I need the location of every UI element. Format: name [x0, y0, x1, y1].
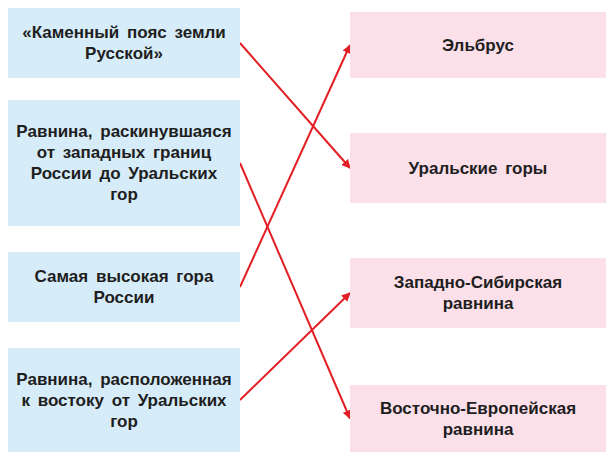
box-text: Эльбрус: [442, 35, 514, 56]
box-text: Восточно-Европейская равнина: [358, 398, 598, 440]
answer-box: Уральские горы: [350, 133, 606, 203]
description-box: Самая высокая гора России: [8, 252, 240, 322]
description-box: Равнина, расположенная к востоку от Урал…: [8, 348, 240, 452]
match-arrow: [240, 163, 350, 419]
description-box: «Каменный пояс земли Русской»: [8, 8, 240, 78]
box-text: Уральские горы: [409, 158, 548, 179]
answer-box: Восточно-Европейская равнина: [350, 385, 606, 452]
match-arrow: [240, 293, 350, 400]
box-text: «Каменный пояс земли Русской»: [16, 22, 232, 64]
answer-box: Западно-Сибирская равнина: [350, 258, 606, 328]
box-text: Равнина, расположенная к востоку от Урал…: [16, 369, 232, 432]
box-text: Равнина, раскинувшаяся от западных грани…: [16, 121, 232, 205]
match-arrow: [240, 45, 350, 287]
description-box: Равнина, раскинувшаяся от западных грани…: [8, 100, 240, 226]
answer-box: Эльбрус: [350, 12, 606, 78]
box-text: Самая высокая гора России: [16, 266, 232, 308]
box-text: Западно-Сибирская равнина: [358, 272, 598, 314]
match-arrow: [240, 43, 350, 168]
